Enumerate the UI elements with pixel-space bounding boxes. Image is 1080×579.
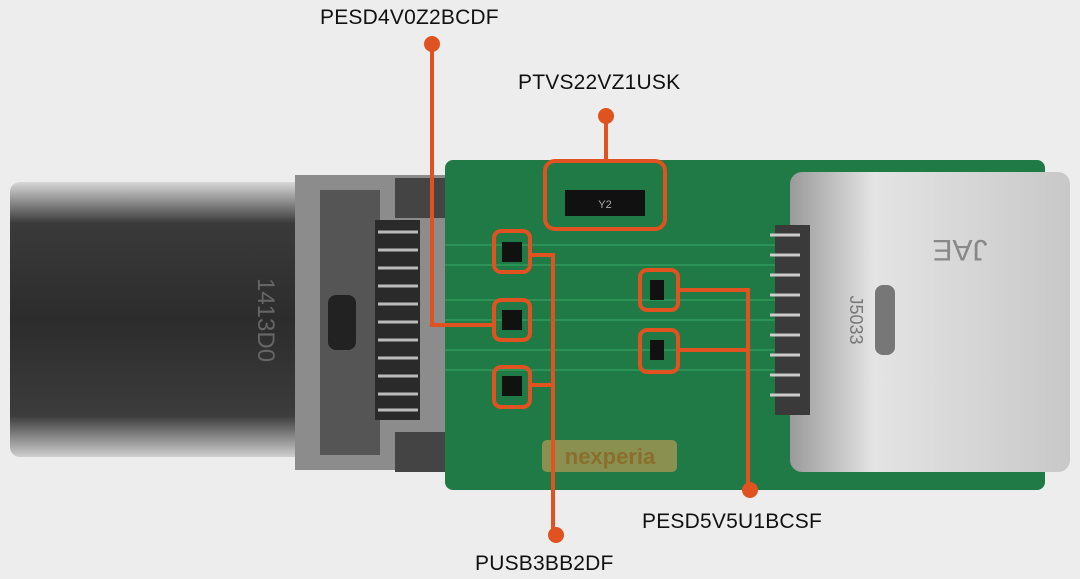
label-ptvs22vz1usk: PTVS22VZ1USK: [518, 71, 681, 94]
usb-c-receptacle: [790, 172, 1070, 472]
chip-marking: Y2: [598, 199, 611, 211]
receptacle-brand: JAE: [932, 233, 987, 266]
receptacle-code: J5033: [846, 295, 866, 344]
usb-c-plug: [10, 182, 320, 457]
label-pesd4v0z2bcdf: PESD4V0Z2BCDF: [320, 6, 499, 29]
plug-marking: 1413D0: [252, 278, 279, 362]
label-pesd5v5u1bcsf: PESD5V5U1BCSF: [642, 510, 823, 533]
pcb-logo: nexperia: [565, 444, 656, 469]
tvs-chip: [565, 190, 645, 216]
label-pusb3bb2df: PUSB3BB2DF: [475, 552, 614, 575]
annotation-dots: [424, 36, 758, 543]
annotation-lines: [430, 44, 750, 535]
